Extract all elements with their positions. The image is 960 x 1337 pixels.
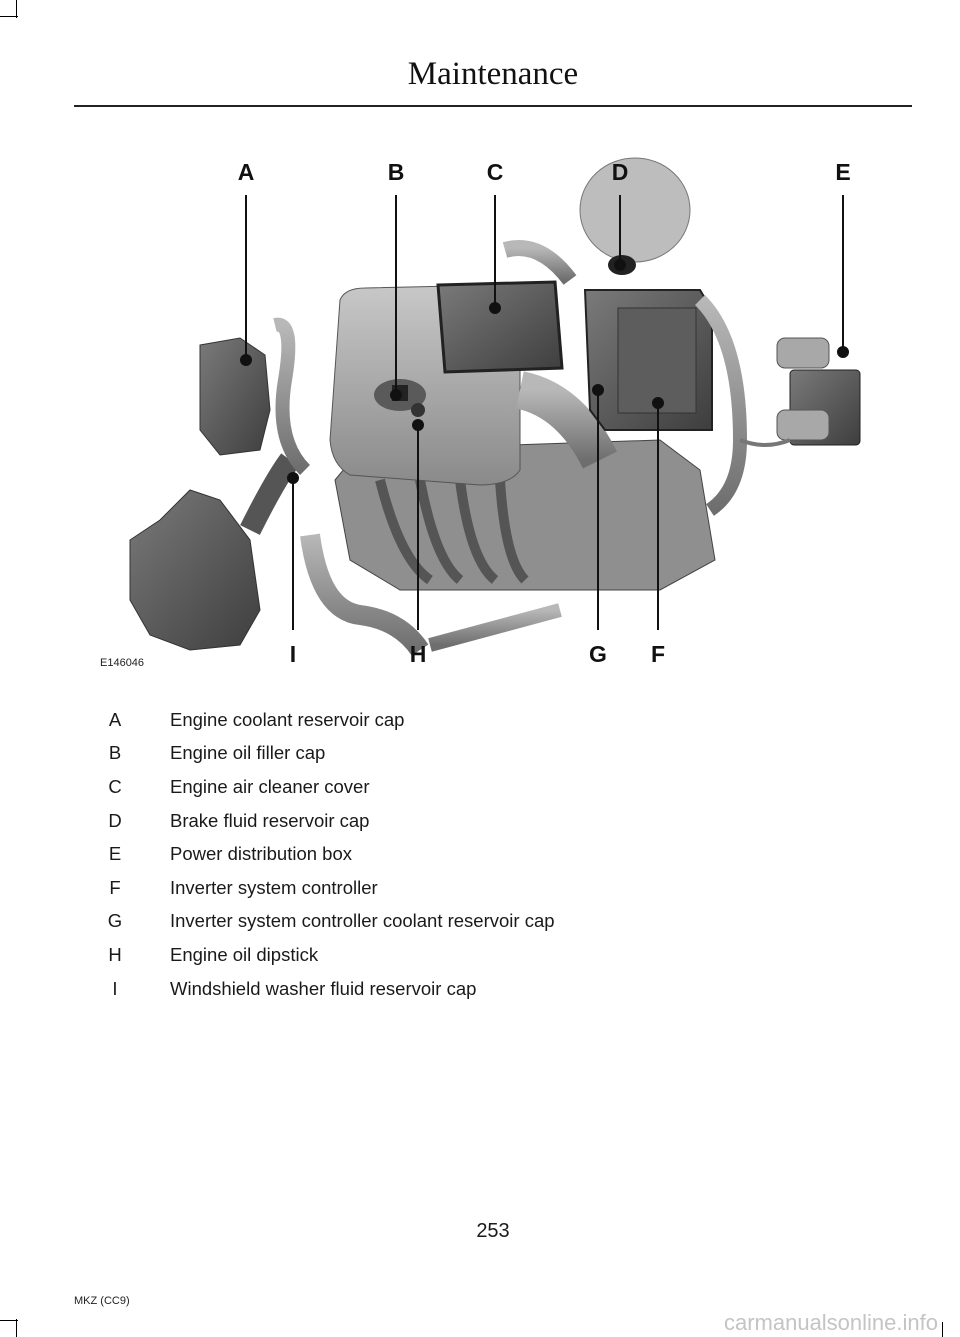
callout-e: E — [835, 159, 850, 185]
engine-compartment-illustration: A B C D E I H G F — [129, 157, 861, 667]
legend-letter: H — [108, 943, 122, 965]
callout-f: F — [651, 641, 665, 667]
callout-d: D — [612, 159, 629, 185]
footer-model: MKZ (CC9) — [74, 1295, 130, 1307]
crop-mark-bottom-left-v — [16, 1319, 17, 1337]
crop-mark-bottom-right-v — [942, 1322, 943, 1337]
coolant-reservoir-shape — [199, 337, 271, 456]
legend-letter: I — [112, 977, 118, 999]
legend-description: Engine oil dipstick — [170, 943, 319, 965]
watermark: carmanualsonline.info — [723, 1310, 938, 1335]
crop-mark-top-left-v — [16, 0, 17, 18]
legend-row: B Engine oil filler cap — [100, 737, 860, 771]
crop-mark-top-left-h — [0, 16, 18, 17]
legend-row: C Engine air cleaner cover — [100, 770, 860, 804]
page-title: Maintenance — [407, 56, 579, 92]
legend-description: Inverter system controller — [170, 876, 378, 898]
legend-description: Brake fluid reservoir cap — [170, 809, 370, 831]
legend-description: Windshield washer fluid reservoir cap — [170, 977, 477, 999]
legend-letter: A — [108, 708, 122, 730]
header-rule — [74, 105, 912, 107]
brake-booster-shape — [579, 157, 691, 263]
legend-description: Power distribution box — [170, 843, 353, 865]
legend-row: F Inverter system controller — [100, 871, 860, 905]
legend-row: E Power distribution box — [100, 837, 860, 871]
legend-row: I Windshield washer fluid reservoir cap — [100, 972, 860, 1006]
air-cleaner-shape — [436, 280, 564, 374]
legend-table: A Engine coolant reservoir cap B Engine … — [100, 703, 860, 1005]
legend-row: H Engine oil dipstick — [100, 938, 860, 972]
legend-description: Engine air cleaner cover — [170, 775, 370, 797]
callout-g: G — [589, 641, 607, 667]
legend-description: Inverter system controller coolant reser… — [170, 910, 555, 932]
legend-description: Engine oil filler cap — [170, 742, 326, 764]
figure-code: E146046 — [100, 657, 145, 669]
legend-row: G Inverter system controller coolant res… — [100, 905, 860, 939]
legend-letter: F — [109, 876, 121, 898]
legend-letter: C — [108, 775, 122, 797]
crop-mark-bottom-left-h — [0, 1320, 18, 1321]
callout-a: A — [238, 159, 255, 185]
legend-row: D Brake fluid reservoir cap — [100, 804, 860, 838]
page-number: 253 — [476, 1220, 510, 1242]
callout-c: C — [487, 159, 504, 185]
callout-b: B — [388, 159, 405, 185]
washer-reservoir-shape — [129, 489, 261, 651]
legend-letter: E — [108, 843, 122, 865]
legend-letter: B — [108, 742, 122, 764]
legend-row: A Engine coolant reservoir cap — [100, 703, 860, 737]
legend-letter: G — [107, 910, 123, 932]
callout-h: H — [410, 641, 427, 667]
legend-description: Engine coolant reservoir cap — [170, 708, 405, 730]
legend-letter: D — [108, 809, 122, 831]
callout-i: I — [290, 641, 296, 667]
